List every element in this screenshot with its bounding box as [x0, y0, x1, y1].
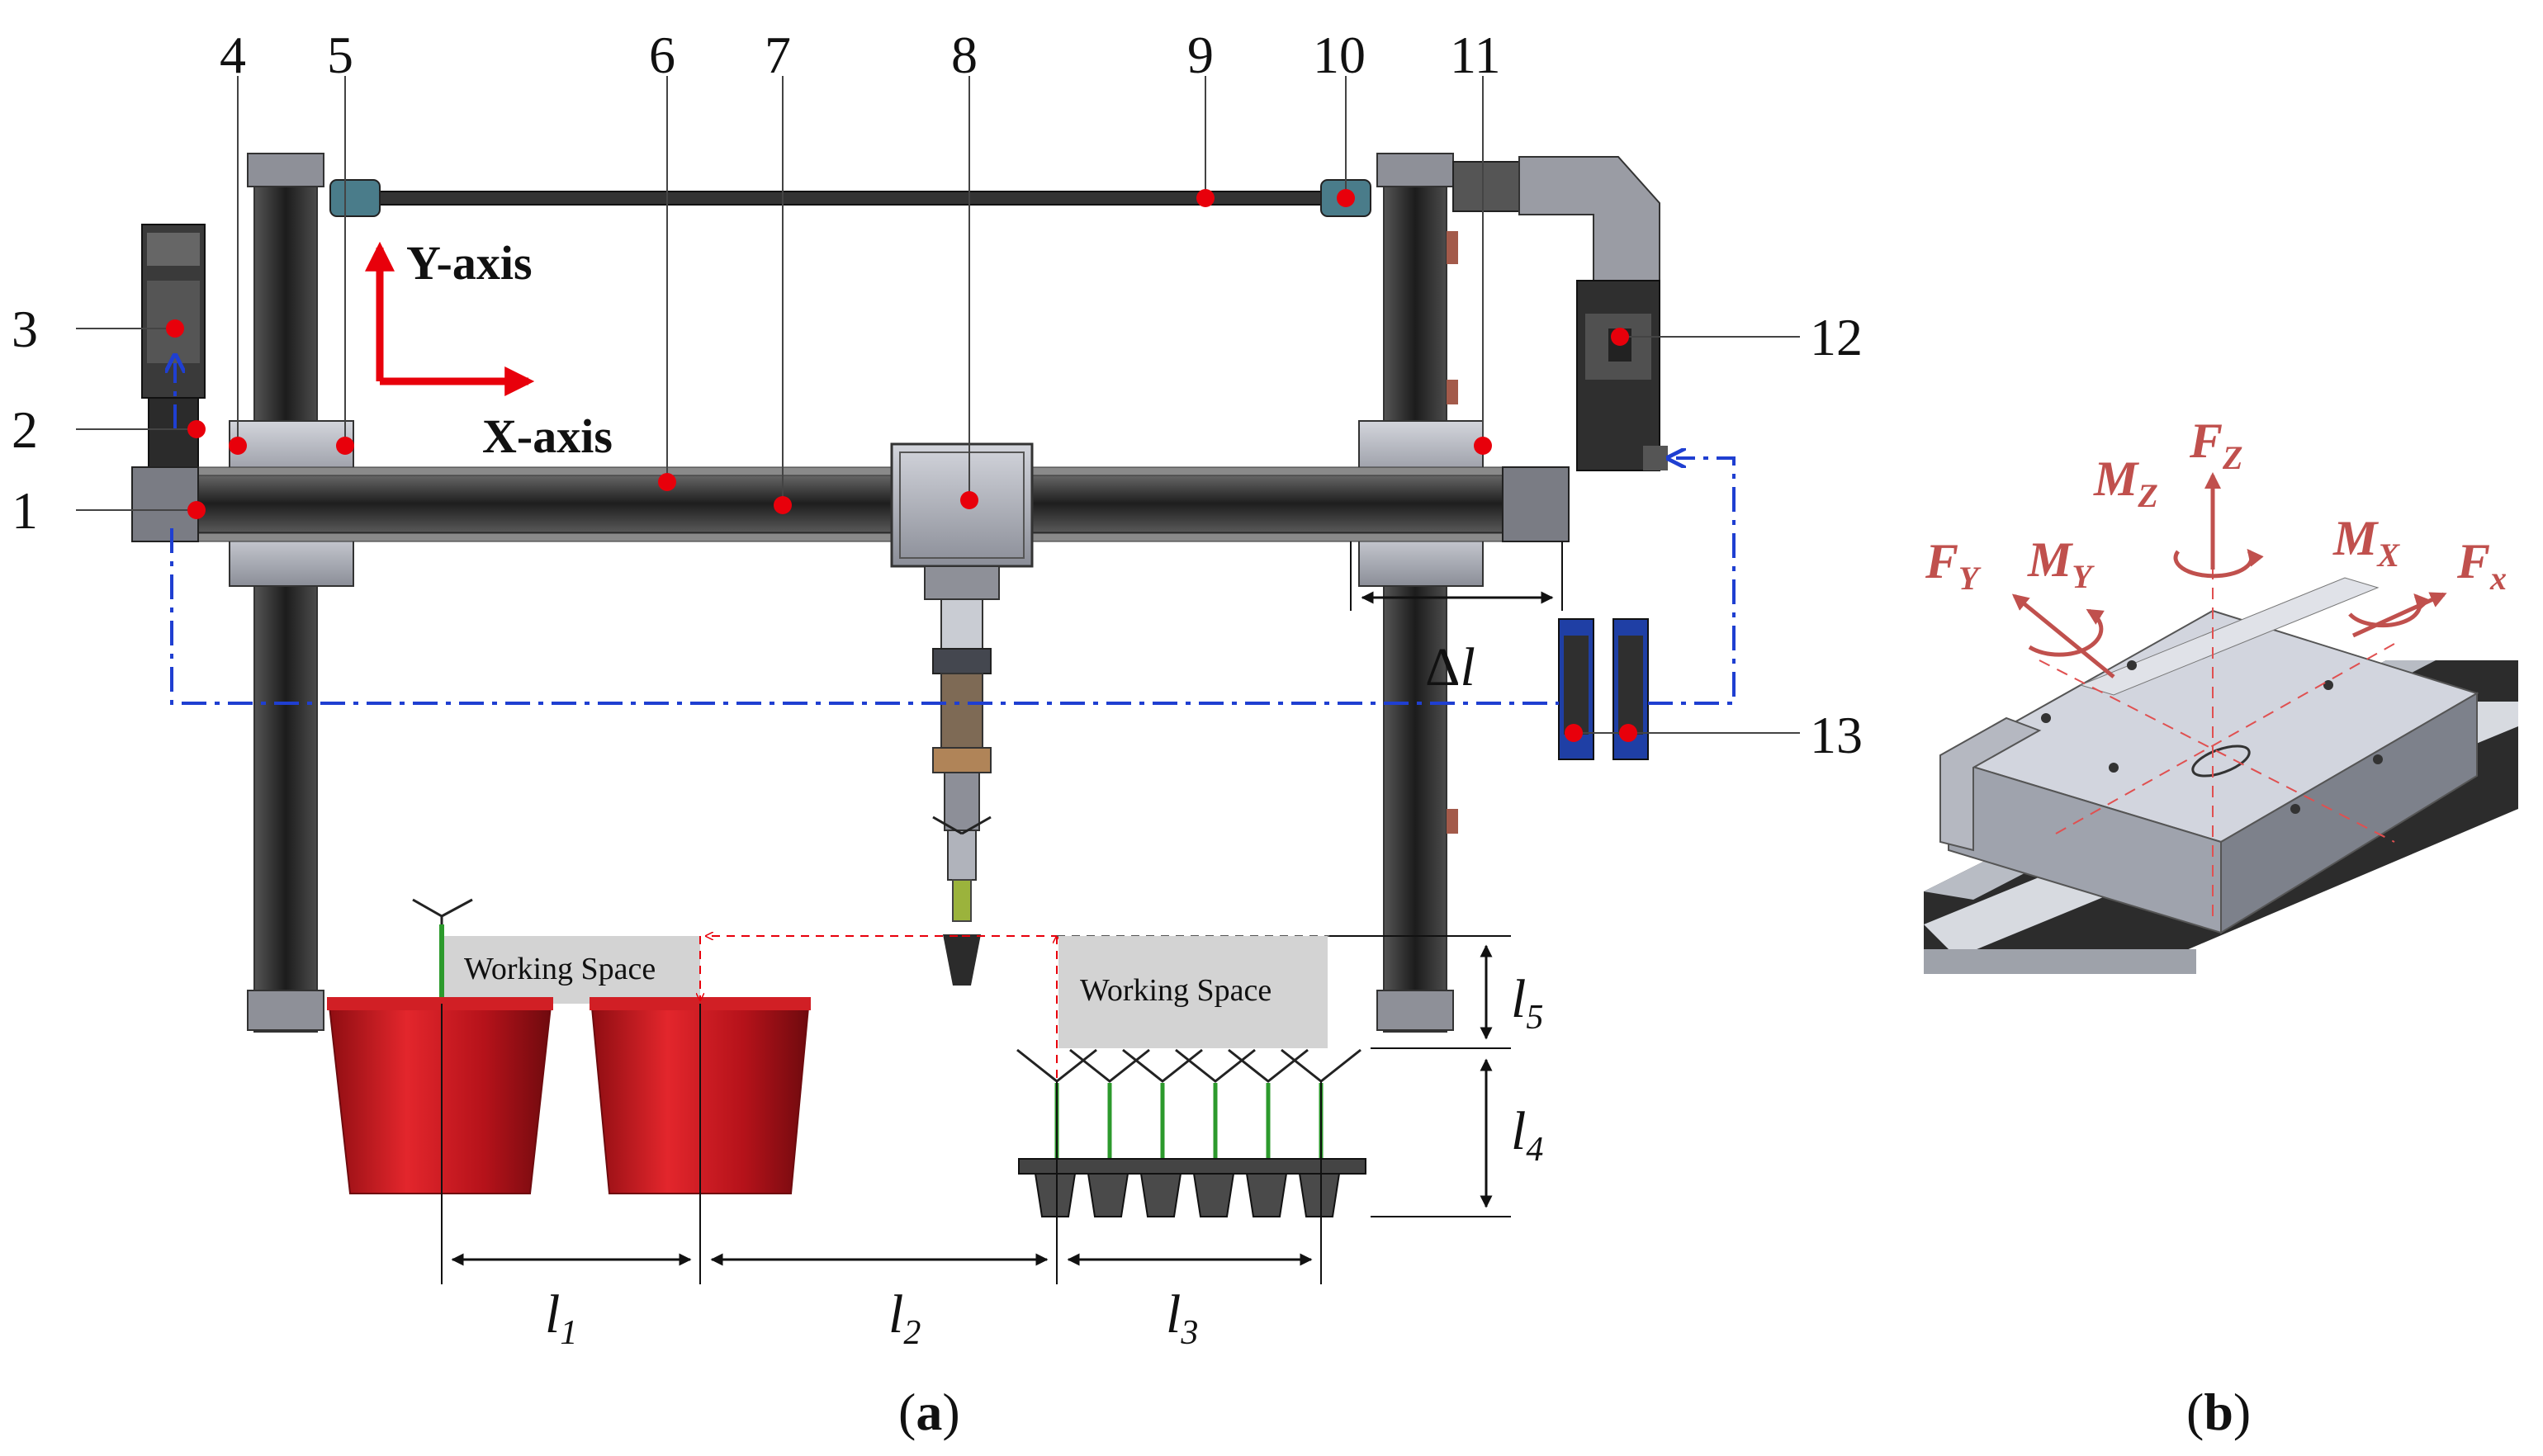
- right-servo-motor: [1452, 156, 1668, 471]
- left-y-rail: [247, 153, 324, 1033]
- callout-8: 8: [951, 26, 978, 84]
- callout-9: 9: [1187, 26, 1214, 84]
- coordinate-axes: Y-axis X-axis: [365, 236, 613, 463]
- panel-label-b: (b): [2186, 1383, 2251, 1441]
- panel-a-gantry: Y-axis X-axis: [12, 26, 1863, 1441]
- y-carriages: [229, 420, 1568, 587]
- callout-13: 13: [1810, 706, 1863, 764]
- dim-l1: l1: [545, 1284, 577, 1352]
- dim-l3: l3: [1166, 1284, 1198, 1352]
- x-axis-label: X-axis: [482, 409, 613, 463]
- dim-l5: l5: [1511, 969, 1543, 1037]
- label-fx: Fx: [2456, 534, 2507, 597]
- callout-12: 12: [1810, 308, 1863, 366]
- label-mx: MX: [2332, 511, 2400, 574]
- left-work-area: Working Space: [327, 898, 811, 1194]
- signal-wiring: [172, 363, 1736, 705]
- y-axis-label: Y-axis: [406, 236, 533, 290]
- callout-7: 7: [765, 26, 791, 84]
- callout-5: 5: [327, 26, 353, 84]
- callout-2: 2: [12, 400, 38, 459]
- callout-6: 6: [649, 26, 675, 84]
- label-mz: MZ: [2093, 451, 2158, 514]
- label-my: MY: [2027, 532, 2095, 595]
- dim-l4: l4: [1511, 1101, 1543, 1169]
- delta-l-dimension: Δl: [1350, 541, 1563, 697]
- working-space-left: Working Space: [464, 952, 656, 986]
- delta-l-label: Δl: [1425, 637, 1475, 697]
- callout-1: 1: [12, 481, 38, 540]
- callout-numbers: 1 2 3 4 5 6 7 8 9 10 11 12 13: [12, 26, 1863, 764]
- x-carriage: [890, 442, 1034, 600]
- label-fy: FY: [1925, 534, 1982, 597]
- x-beam: [131, 466, 1570, 542]
- working-space-right: Working Space: [1080, 973, 1272, 1008]
- vertical-dimensions: [1329, 935, 1511, 1217]
- callout-4: 4: [220, 26, 246, 84]
- label-fz: FZ: [2189, 414, 2242, 476]
- panel-b-guide-block: FZ MZ FY MY MX Fx (b): [1924, 414, 2518, 1441]
- callout-leaders: [76, 76, 1800, 734]
- callout-10: 10: [1313, 26, 1366, 84]
- callout-3: 3: [12, 300, 38, 358]
- callout-dots: [166, 189, 1637, 742]
- dim-l2: l2: [888, 1284, 921, 1352]
- horizontal-dimensions: [441, 1004, 1322, 1284]
- right-y-rail: [1376, 153, 1458, 1033]
- panel-label-a: (a): [898, 1383, 960, 1441]
- right-work-area: Working Space: [1016, 936, 1366, 1217]
- callout-11: 11: [1450, 26, 1501, 84]
- end-effector: [932, 598, 992, 986]
